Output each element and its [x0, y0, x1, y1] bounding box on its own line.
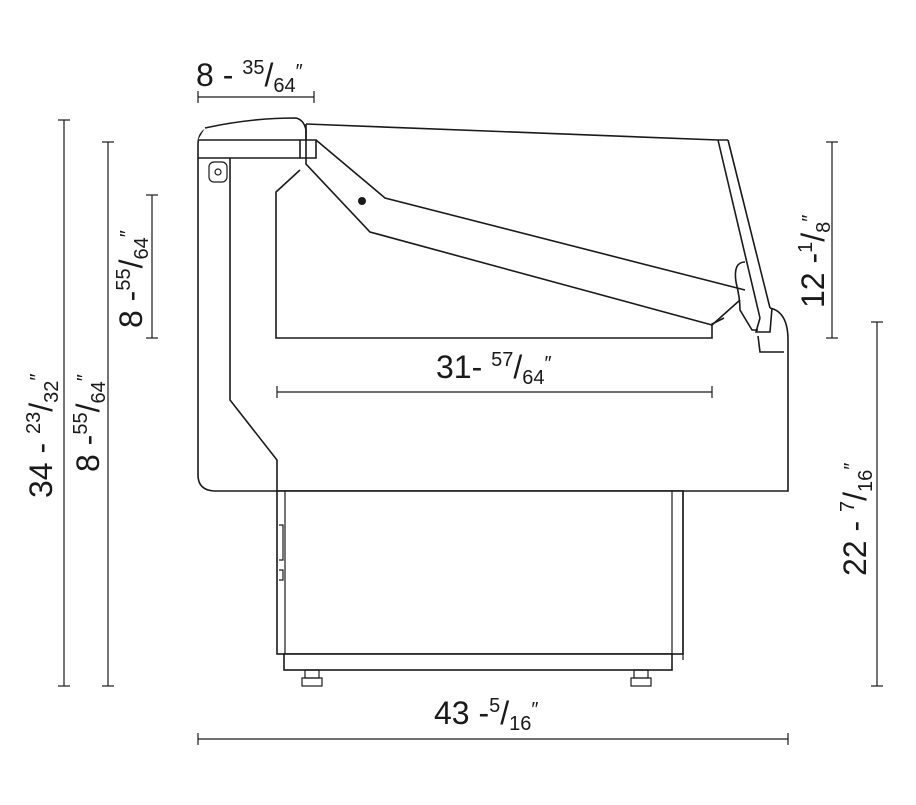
dim-shelf-width-whole: 31- — [436, 349, 491, 385]
glass-hinge — [754, 307, 773, 333]
foot-right-stem — [633, 669, 649, 679]
slanted-shelf-top — [315, 139, 746, 291]
glass-bracket — [734, 261, 758, 331]
inner-back-channel — [229, 158, 278, 491]
dim-counter-height-whole: 22 - — [837, 512, 873, 576]
dim-counter-height-den: 16 — [855, 470, 877, 492]
base-stand — [276, 490, 684, 687]
dim-label-left-height: 8 -55/64″ — [70, 374, 110, 472]
dim-left-height-whole: 8 - — [70, 435, 106, 472]
front-bumper — [757, 335, 784, 353]
dim-label-top-width: 8 - 35/64″ — [196, 57, 303, 97]
dim-label-total-width: 43 -5/16″ — [434, 695, 539, 735]
dim-glass-height-num: 1 — [795, 242, 817, 253]
dim-total-width-den: 16 — [509, 713, 531, 735]
dim-shelf-width-unit: ″ — [545, 353, 552, 375]
foot-right-pad — [630, 677, 652, 687]
dim-inner-height-unit: ″ — [117, 230, 139, 237]
top-cap — [198, 117, 307, 141]
dim-counter-height-num: 7 — [837, 501, 859, 512]
dim-label-inner-height: 8 -55/64″ — [113, 230, 153, 328]
dim-inner-height-den: 64 — [131, 237, 153, 259]
stand-frame — [276, 490, 684, 655]
dim-inner-height-whole: 8 - — [113, 291, 149, 328]
dim-shelf-width-den: 64 — [522, 367, 544, 389]
dim-glass-height-den: 8 — [813, 222, 835, 233]
front-glass-outer — [727, 139, 771, 309]
shelf-fixing-dot — [358, 197, 366, 205]
stand-hinge-bottom — [279, 569, 284, 581]
stand-hinge-top — [279, 524, 284, 561]
dim-glass-height-unit: ″ — [799, 215, 821, 222]
dim-label-shelf-width: 31- 57/64″ — [436, 349, 552, 389]
dim-label-total-height: 34 - 23/32″ — [23, 373, 63, 498]
dim-left-height-den: 64 — [88, 381, 110, 403]
dim-shelf-width-num: 57 — [491, 349, 513, 371]
dim-label-counter-height: 22 - 7/16″ — [837, 463, 877, 576]
leveling-foot-right — [630, 669, 652, 687]
dim-left-height-unit: ″ — [74, 374, 96, 381]
dim-total-height-unit: ″ — [27, 373, 49, 380]
dim-label-glass-height: 12 -1/8″ — [795, 215, 835, 308]
dim-counter-height-unit: ″ — [841, 463, 863, 470]
drain-fitting-icon — [208, 161, 228, 183]
dim-total-height-num: 23 — [23, 412, 45, 434]
display-well — [300, 139, 317, 159]
dimension-lines — [58, 91, 883, 745]
dim-total-height-den: 32 — [41, 381, 63, 403]
dim-glass-height-whole: 12 - — [795, 253, 831, 308]
foot-left-stem — [304, 669, 320, 679]
foot-left-pad — [301, 677, 323, 687]
slanted-shelf — [305, 140, 741, 326]
dim-top-width-den: 64 — [273, 75, 295, 97]
dim-top-width-whole: 8 - — [196, 57, 242, 93]
drain-fitting-dot — [214, 168, 222, 176]
cabinet-outer-shell — [197, 127, 789, 492]
stand-base-plate — [283, 653, 673, 671]
dim-left-height-num: 55 — [70, 412, 92, 434]
dim-top-width-num: 35 — [242, 57, 264, 79]
canopy-top — [305, 123, 728, 141]
dim-total-height-whole: 34 - — [23, 434, 59, 498]
dim-top-width-unit: ″ — [296, 61, 303, 83]
dim-total-width-num: 5 — [489, 695, 500, 717]
cabinet-body — [197, 117, 789, 492]
dim-total-width-whole: 43 - — [434, 695, 489, 731]
dim-inner-height-num: 55 — [113, 268, 135, 290]
dim-total-width-unit: ″ — [531, 699, 538, 721]
front-glass-inner — [717, 139, 761, 319]
leveling-foot-left — [301, 669, 323, 687]
